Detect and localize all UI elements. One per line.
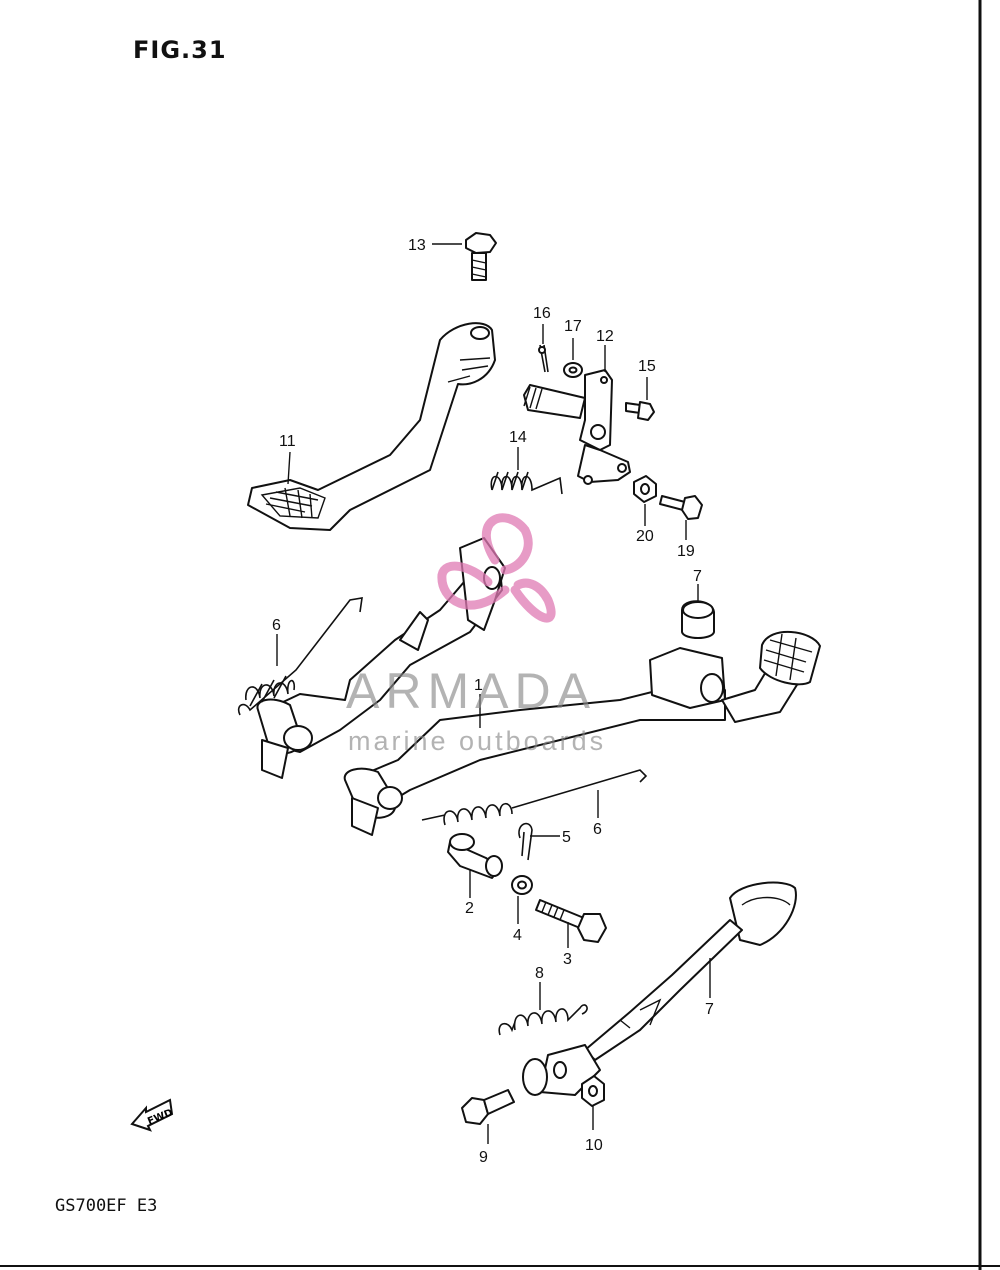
part-spring-15 [490, 471, 563, 495]
watermark-brand: ARMADA [346, 663, 596, 719]
callouts: 13 11 16 17 12 15 14 20 19 7 6 1 6 5 2 4 [272, 237, 714, 1166]
part-bolt-16 [625, 401, 655, 421]
part-brake-pedal-12 [247, 322, 496, 531]
watermark-logo-icon [437, 513, 556, 623]
callout-16: 15 [638, 358, 656, 375]
callout-18: 17 [564, 318, 582, 335]
model-code: GS700EF E3 [55, 1196, 158, 1216]
part-bolt-19 [659, 495, 703, 520]
watermark: ARMADA marine outboards [346, 513, 606, 756]
callout-17: 16 [533, 305, 551, 322]
part-clip-5 [518, 822, 533, 861]
callout-3: 3 [563, 951, 572, 968]
callout-19: 19 [677, 543, 695, 560]
part-spring-9 [498, 1004, 588, 1036]
part-bolt-10 [461, 1089, 515, 1125]
callout-5: 5 [562, 829, 571, 846]
callout-20: 20 [636, 528, 654, 545]
fwd-arrow-icon: FWD [130, 1098, 174, 1132]
callout-12: 11 [279, 433, 296, 450]
callout-10: 9 [479, 1149, 488, 1166]
part-spring-6-right [421, 769, 648, 826]
callout-1: 1 [474, 677, 483, 694]
figure-label: FIG.31 [133, 36, 227, 64]
part-nut-20 [633, 475, 657, 503]
callout-14: 13 [408, 237, 426, 254]
part-lever-13 [523, 369, 631, 485]
callout-4: 4 [513, 927, 522, 944]
part-cotter-pin-17 [538, 344, 549, 373]
part-nut-11 [581, 1075, 605, 1107]
part-washer-4 [511, 875, 533, 895]
callout-2: 2 [465, 900, 474, 917]
part-washer-18 [563, 362, 583, 378]
watermark-tagline: marine outboards [348, 726, 606, 756]
part-collar-2 [447, 833, 503, 879]
callout-6-left: 6 [272, 617, 281, 634]
part-stopper-7 [681, 600, 715, 639]
callout-15: 14 [509, 429, 527, 446]
callout-13: 12 [596, 328, 614, 345]
part-bolt-3 [535, 899, 607, 943]
part-center-stand-1 [256, 537, 821, 836]
part-bolt-14 [465, 232, 497, 281]
callout-6-right: 6 [593, 821, 602, 838]
callout-11: 10 [585, 1137, 603, 1154]
callout-7: 7 [693, 568, 702, 585]
part-spring-6-left [237, 597, 363, 716]
callout-8: 7 [705, 1001, 714, 1018]
callout-9: 8 [535, 965, 544, 982]
